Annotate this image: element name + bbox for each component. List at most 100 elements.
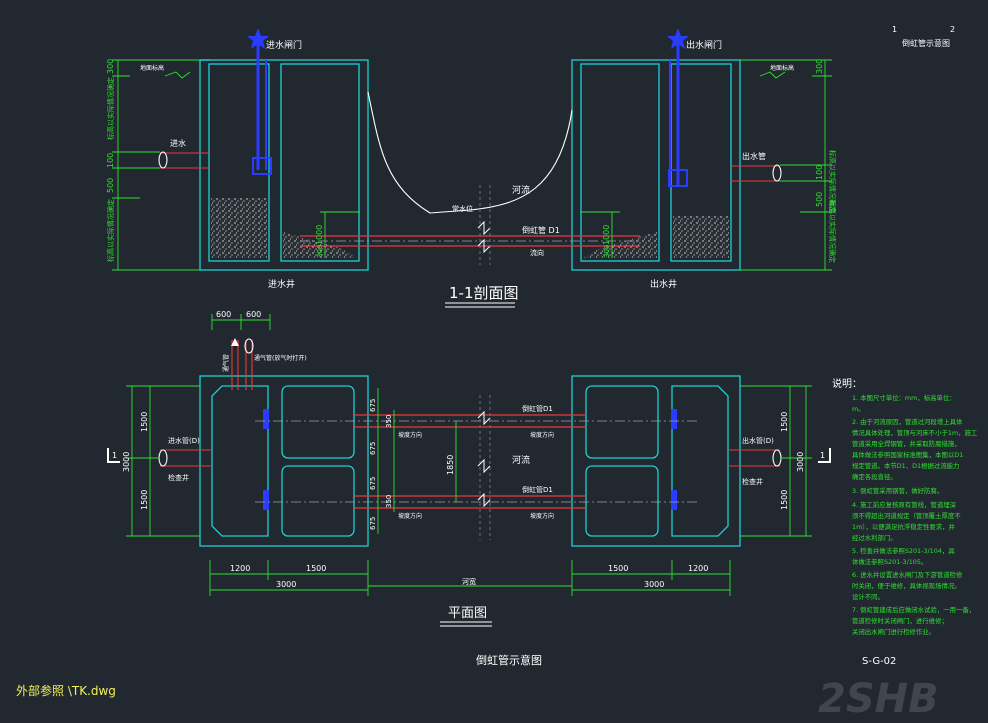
dim-1200a: 1200 bbox=[230, 564, 250, 573]
siphon-pipe-section bbox=[300, 235, 640, 247]
inlet-pipe-plan bbox=[158, 449, 212, 467]
left-vtext-2: 标高以实际情况确定 bbox=[106, 199, 115, 262]
slope-label-2: 坡度方向 bbox=[530, 431, 554, 439]
plan-title: 平面图 bbox=[448, 606, 487, 621]
outlet-valve-label: 出水闸门 bbox=[686, 39, 722, 51]
dim-1200b: 1200 bbox=[688, 564, 708, 573]
outlet-sub-plan: 检查井 bbox=[742, 477, 763, 486]
inlet-well-label: 进水井 bbox=[268, 278, 295, 290]
dim-3000b: 3000 bbox=[644, 580, 664, 589]
note-line: 关闭出水闸门进行检修作业。 bbox=[852, 627, 935, 636]
dim-1500-r1: 1500 bbox=[780, 412, 789, 432]
drawing-number: S-G-02 bbox=[862, 656, 896, 667]
outlet-well-label: 出水井 bbox=[650, 278, 677, 290]
left-vtext-1: 标高以实际情况确定 bbox=[106, 77, 115, 140]
dim-675b: 675 bbox=[369, 442, 377, 455]
dim-100-left: 100 bbox=[106, 153, 115, 168]
xref-label: 外部参照 \TK.dwg bbox=[16, 683, 116, 698]
dim-100-right: 100 bbox=[815, 165, 824, 180]
dim-1000-outlet: 1000 bbox=[602, 225, 611, 245]
right-vtext-2: 标高以实际情况确定 bbox=[828, 200, 837, 263]
dim-1500a: 1500 bbox=[306, 564, 326, 573]
note-line: 5. 检查井做法参照S201-3/104，具 bbox=[852, 546, 955, 555]
water-level-label: 常水位 bbox=[452, 204, 473, 213]
outlet-valve-icon bbox=[667, 28, 689, 187]
left-dimensions-section bbox=[112, 59, 200, 271]
break-mark-plan bbox=[477, 410, 491, 508]
title-block: 1 2 倒虹管示意图 倒虹管示意图 S-G-02 bbox=[476, 25, 955, 667]
inlet-sump-fill bbox=[283, 232, 357, 258]
dim-675c: 675 bbox=[369, 477, 377, 490]
interior-dims-section bbox=[320, 211, 620, 258]
break-mark-section bbox=[477, 185, 491, 265]
drawing-name: 倒虹管示意图 bbox=[476, 653, 542, 667]
inlet-well-plan bbox=[199, 375, 369, 547]
pipe-label-plan-1: 倒虹管D1 bbox=[522, 404, 553, 413]
dim-300-outlet: 300 bbox=[603, 245, 611, 258]
plan-view: 平面图 河流 倒虹管D1 倒虹管D1 坡度方向 坡度方向 坡度方向 坡度方向 进… bbox=[107, 310, 831, 627]
slope-label-3: 坡度方向 bbox=[398, 512, 422, 520]
sheet-index: 1 bbox=[892, 25, 897, 34]
inlet-label-plan: 进水管(D) bbox=[168, 436, 200, 445]
sheet-total: 2 bbox=[950, 25, 955, 34]
corner-title: 倒虹管示意图 bbox=[902, 38, 950, 48]
dim-3000a: 3000 bbox=[276, 580, 296, 589]
dim-675d: 675 bbox=[369, 517, 377, 530]
inlet-sub-plan: 检查井 bbox=[168, 473, 189, 482]
outlet-well-plan bbox=[571, 375, 741, 547]
river-banks-plan bbox=[479, 395, 491, 540]
slope-label-4: 坡度方向 bbox=[530, 512, 554, 520]
note-line: 时关闭，便于维修，具体视现场情况。 bbox=[852, 581, 961, 590]
section-view: 进水闸门 出水闸门 进水井 出水井 河流 倒虹管 D1 常水位 流向 进水 出水… bbox=[106, 28, 837, 308]
dim-300-inlet: 300 bbox=[316, 245, 324, 258]
outlet-pipe-plan bbox=[728, 449, 782, 467]
right-vtext-1: 标高以实际情况确定 bbox=[828, 150, 837, 213]
outlet-pipe-label: 出水管 bbox=[742, 151, 766, 161]
inlet-valve-label: 进水闸门 bbox=[266, 39, 302, 51]
note-line: 设计不同。 bbox=[852, 592, 884, 601]
note-line: 1. 本图尺寸单位：mm，标高单位： bbox=[852, 393, 956, 402]
plan-dimensions bbox=[126, 314, 812, 596]
outlet-gravel bbox=[673, 216, 729, 258]
section-mark-left: 1 bbox=[112, 451, 117, 460]
dim-1850: 1850 bbox=[446, 455, 455, 475]
pipe-label-plan-2: 倒虹管D1 bbox=[522, 485, 553, 494]
note-line: 6. 进水井设置进水闸门及下游管道检修 bbox=[852, 570, 963, 579]
river-bed bbox=[367, 91, 573, 214]
siphon-pipes-plan bbox=[255, 414, 700, 509]
ground-mark-left: 地面标高 bbox=[140, 64, 164, 72]
dim-1500-r2: 1500 bbox=[780, 490, 789, 510]
dim-1500-l1: 1500 bbox=[140, 412, 149, 432]
vent-pipes bbox=[231, 338, 254, 390]
inlet-gravel bbox=[211, 198, 267, 258]
dim-1500b: 1500 bbox=[608, 564, 628, 573]
note-line: 1m），以便满足抗浮稳定性要求，并 bbox=[852, 522, 956, 531]
plan-title-underline bbox=[440, 621, 492, 627]
flow-label-section: 流向 bbox=[530, 248, 544, 257]
right-dimensions-section bbox=[740, 59, 832, 271]
river-label-plan: 河流 bbox=[512, 454, 530, 466]
note-line: 具体做法参照国家标准图集，本图以D1 bbox=[852, 450, 963, 459]
dim-600a: 600 bbox=[216, 310, 231, 319]
slope-label-1: 坡度方向 bbox=[398, 431, 422, 439]
river-label-section: 河流 bbox=[512, 184, 530, 196]
dim-3000-r: 3000 bbox=[796, 452, 805, 472]
watermark-logo: 2SHB bbox=[818, 676, 939, 722]
dim-350a: 350 bbox=[385, 415, 393, 428]
note-line: m。 bbox=[852, 405, 865, 413]
note-line: 经过水利部门。 bbox=[852, 533, 897, 542]
notes-block: 说明： 1. 本图尺寸单位：mm，标高单位： m。 2. 由于河流原因，管道过河… bbox=[832, 377, 978, 636]
note-line: 4. 施工前应复核原有管线，管道埋深 bbox=[852, 500, 957, 509]
inlet-pipe-section bbox=[158, 151, 210, 169]
dim-1500-l2: 1500 bbox=[140, 490, 149, 510]
dim-500-right: 500 bbox=[815, 192, 824, 207]
note-line: 管道检修时关闭闸门，进行维修； bbox=[852, 616, 948, 625]
note-line: 3. 倒虹管采用钢管，做好防腐。 bbox=[852, 486, 943, 495]
note-line: 规定管道。本节D1、D1根据过流能力 bbox=[852, 461, 959, 470]
outlet-pipe-section bbox=[730, 164, 782, 182]
dim-1000-inlet: 1000 bbox=[315, 225, 324, 245]
plan-gates bbox=[263, 409, 677, 510]
notes-heading: 说明： bbox=[832, 377, 862, 390]
dim-675a: 675 bbox=[369, 399, 377, 412]
